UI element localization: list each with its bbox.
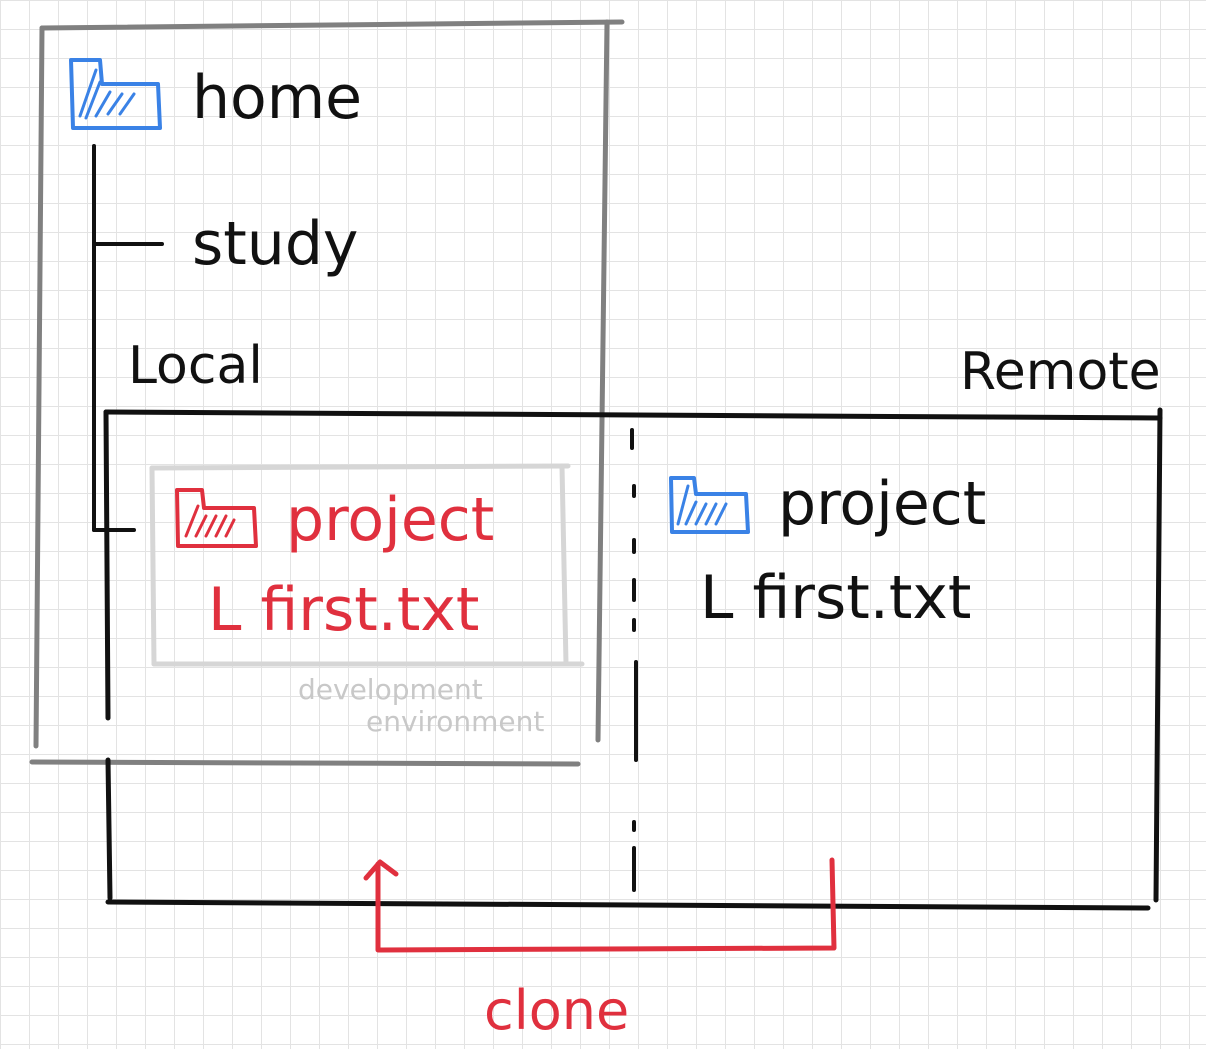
remote-label: Remote [960, 342, 1161, 402]
home-box [29, 19, 625, 767]
home-label: home [192, 63, 363, 133]
folder-icon [669, 476, 750, 534]
local-label: Local [128, 336, 263, 396]
outer-box [103, 407, 1163, 911]
folder-icon [175, 488, 258, 548]
dev-env-label-line1: development [298, 673, 483, 706]
remote-project-label: project [778, 469, 987, 539]
local-project-label: project [286, 485, 495, 555]
local-file-label: L first.txt [208, 575, 480, 645]
remote-file-label: L first.txt [700, 563, 972, 633]
tree-lines [92, 144, 164, 532]
study-label: study [192, 209, 359, 279]
folder-icon [69, 58, 162, 130]
clone-label: clone [484, 979, 630, 1042]
dev-env-label-line2: environment [366, 705, 545, 738]
clone-arrow [363, 857, 837, 953]
dev-env-box [149, 463, 585, 667]
divider-dashed [630, 428, 638, 892]
